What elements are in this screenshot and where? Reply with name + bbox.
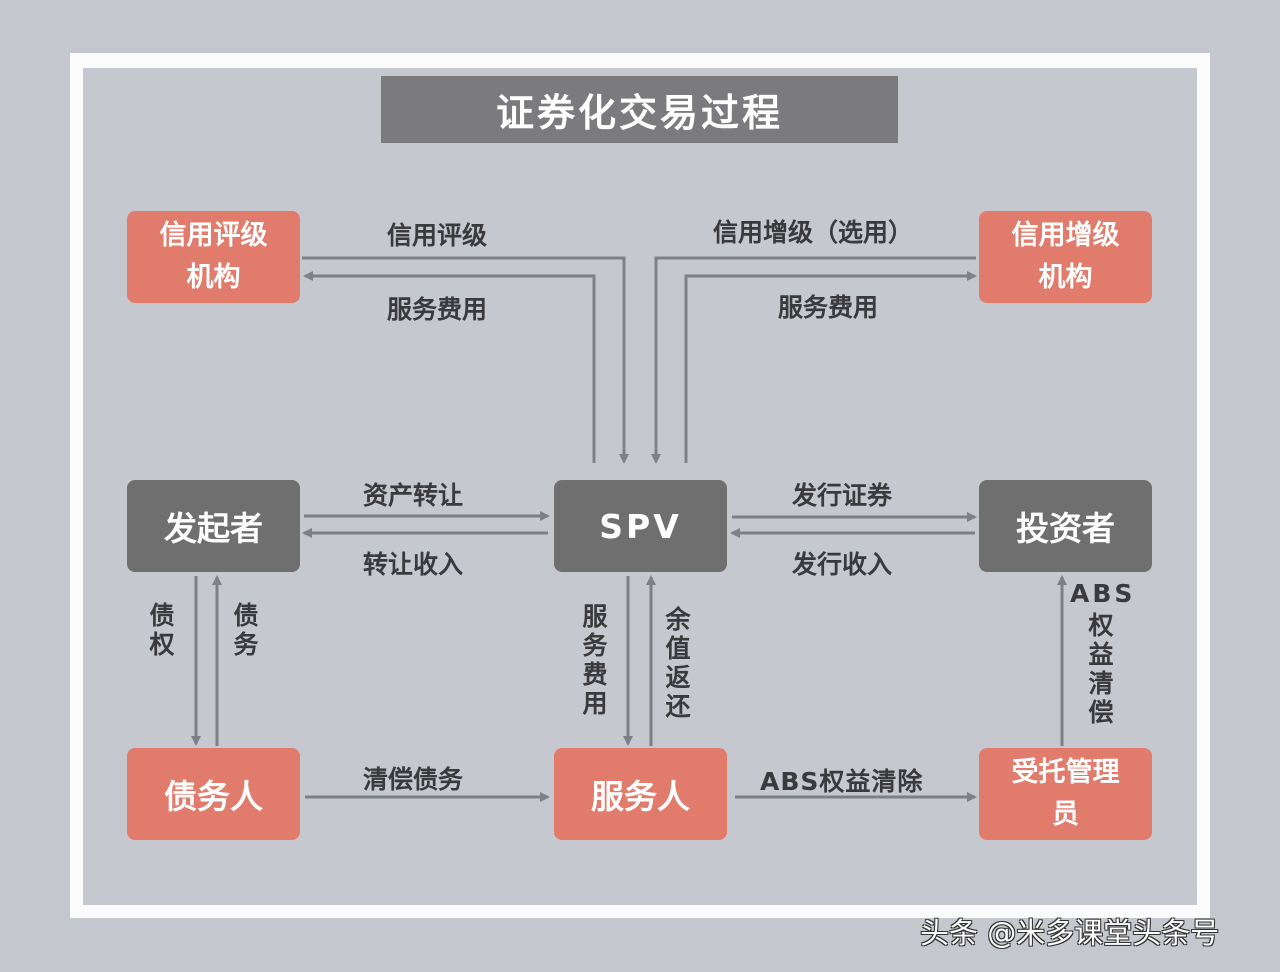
label-residual-return: 余值返还	[662, 606, 691, 722]
arrow-credit-rating	[302, 256, 629, 464]
node-credit-enhancer: 信用增级机构	[979, 211, 1152, 303]
diagram-title: 证券化交易过程	[381, 76, 898, 143]
label-credit-enhancement: 信用增级（选用）	[713, 218, 914, 247]
label-asset-transfer: 资产转让	[363, 481, 464, 510]
label-issue-income: 发行收入	[792, 550, 893, 579]
label-issue-securities: 发行证券	[792, 481, 893, 510]
label-abs-repayment: 权益清偿	[1085, 612, 1114, 728]
label-debt-repayment: 清偿债务	[363, 765, 464, 794]
node-spv: SPV	[554, 480, 727, 572]
arrow-rating-fee	[303, 271, 596, 463]
label-transfer-income: 转让收入	[363, 550, 464, 579]
watermark: 头条 @米多课堂头条号	[920, 916, 1220, 950]
label-debt: 债务	[230, 602, 259, 660]
node-debtor: 债务人	[127, 748, 300, 840]
label-credit-rating: 信用评级	[387, 221, 488, 250]
label-claims: 债权	[146, 602, 175, 660]
node-originator: 发起者	[127, 480, 300, 572]
label-abs-clearing: ABS权益清除	[760, 767, 924, 796]
arrow-enhancement-fee	[684, 271, 977, 463]
node-rating-agency: 信用评级机构	[127, 211, 300, 303]
label-rating-fee: 服务费用	[387, 295, 488, 324]
node-investor: 投资者	[979, 480, 1152, 572]
node-servicer: 服务人	[554, 748, 727, 840]
node-trustee: 受托管理员	[979, 748, 1152, 840]
label-abs-prefix: ABS	[1070, 579, 1136, 608]
arrow-credit-enhancement	[651, 256, 976, 464]
label-service-fee: 服务费用	[579, 603, 608, 719]
label-enhancement-fee: 服务费用	[778, 293, 879, 322]
